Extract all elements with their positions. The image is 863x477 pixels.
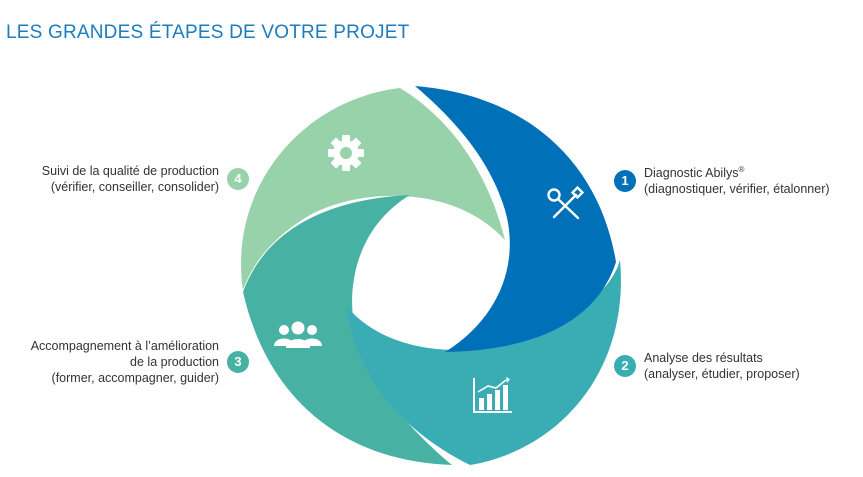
segment-step-1 bbox=[415, 86, 616, 352]
step-3-detail: (former, accompagner, guider) bbox=[51, 371, 219, 385]
step-2: 2 Analyse des résultats (analyser, étudi… bbox=[614, 350, 800, 382]
step-1: 1 Diagnostic Abilys® (diagnostiquer, vér… bbox=[614, 165, 830, 197]
step-1-badge: 1 bbox=[614, 170, 636, 192]
step-3-title-line2: de la production bbox=[130, 355, 219, 369]
people-icon bbox=[274, 321, 322, 348]
step-4: Suivi de la qualité de production (vérif… bbox=[42, 163, 249, 195]
step-3-badge: 3 bbox=[227, 351, 249, 373]
step-1-name: Diagnostic Abilys bbox=[644, 166, 739, 180]
step-4-badge: 4 bbox=[227, 168, 249, 190]
step-4-title: Suivi de la qualité de production bbox=[41, 164, 219, 178]
step-2-detail: (analyser, étudier, proposer) bbox=[644, 367, 800, 381]
step-1-detail: (diagnostiquer, vérifier, étalonner) bbox=[644, 182, 830, 196]
step-4-detail: (vérifier, conseiller, consolider) bbox=[50, 180, 219, 194]
step-3-title-line1: Accompagnement à l’amélioration bbox=[30, 339, 219, 353]
tools-icon bbox=[547, 185, 585, 220]
step-2-badge: 2 bbox=[614, 355, 636, 377]
step-2-title: Analyse des résultats bbox=[644, 351, 763, 365]
segment-step-4 bbox=[241, 88, 505, 290]
bar-chart-icon bbox=[473, 377, 512, 413]
page-title: LES GRANDES ÉTAPES DE VOTRE PROJET bbox=[6, 22, 410, 43]
segment-step-3 bbox=[243, 195, 452, 465]
step-1-title: Diagnostic Abilys® bbox=[644, 165, 830, 181]
segment-step-2 bbox=[346, 260, 621, 465]
registered-mark: ® bbox=[738, 164, 745, 174]
step-3: Accompagnement à l’amélioration de la pr… bbox=[31, 338, 249, 386]
gear-icon bbox=[328, 135, 364, 171]
